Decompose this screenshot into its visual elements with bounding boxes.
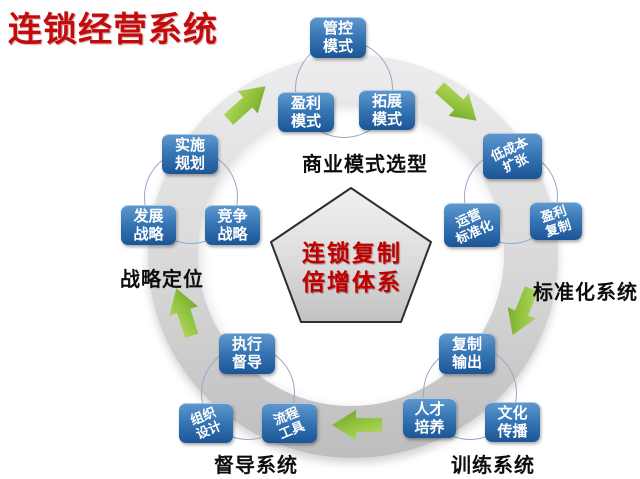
zone-label-strategy: 战略定位	[120, 269, 204, 291]
node-label: 发展 战略	[133, 207, 164, 243]
center-system-title: 连锁复制 倍增体系	[302, 241, 402, 295]
node-label: 执行 督导	[231, 336, 262, 371]
node-label: 盈利 复制	[538, 202, 573, 240]
node-label: 人才 培养	[414, 400, 445, 436]
node-fuzhi-shuchu: 复制 输出	[439, 333, 495, 374]
node-shishi-guihua: 实施 规划	[162, 134, 218, 174]
node-liucheng-gongju: 流程 工具	[262, 403, 317, 443]
page-title: 连锁经营系统	[8, 11, 218, 49]
node-zhixing-dudao: 执行 督导	[219, 333, 275, 374]
zone-label-training: 训练系统	[451, 455, 535, 477]
pentagon-shape	[270, 187, 432, 323]
node-label: 复制 输出	[451, 336, 482, 371]
node-yunying-biaozhunhua: 运营 标准化	[444, 203, 500, 247]
zone-label-standardization: 标准化系统	[533, 282, 638, 304]
node-zuzhi-sheji: 组织 设计	[179, 403, 233, 443]
node-label: 拓展 模式	[371, 92, 402, 128]
node-label: 低成本 扩张	[488, 134, 531, 176]
node-label: 运营 标准化	[453, 206, 496, 248]
node-rencai-peiyang: 人才 培养	[403, 398, 456, 438]
node-label: 流程 工具	[271, 404, 308, 443]
node-label: 实施 规划	[174, 136, 205, 172]
zone-label-business-model: 商业模式选型	[302, 154, 428, 176]
node-yingli-moshi: 盈利 模式	[278, 92, 334, 132]
node-fazhan-zhanlue: 发展 战略	[121, 205, 176, 245]
node-label: 组织 设计	[188, 404, 224, 443]
zone-label-supervision: 督导系统	[214, 455, 298, 477]
node-guankong-moshi: 管控 模式	[310, 17, 366, 58]
node-label: 盈利 模式	[290, 94, 321, 130]
node-jingzheng-zhanlue: 竞争 战略	[205, 205, 260, 245]
node-wenhua-chuanbo: 文化 传播	[485, 402, 540, 442]
node-yingli-fuzhi: 盈利 复制	[530, 202, 582, 240]
node-tuozhan-moshi: 拓展 模式	[359, 90, 415, 130]
node-label: 文化 传播	[497, 404, 528, 440]
node-dichengben-kuozhang: 低成本 扩张	[483, 133, 542, 179]
node-label: 竞争 战略	[217, 207, 248, 243]
node-label: 管控 模式	[322, 20, 353, 55]
